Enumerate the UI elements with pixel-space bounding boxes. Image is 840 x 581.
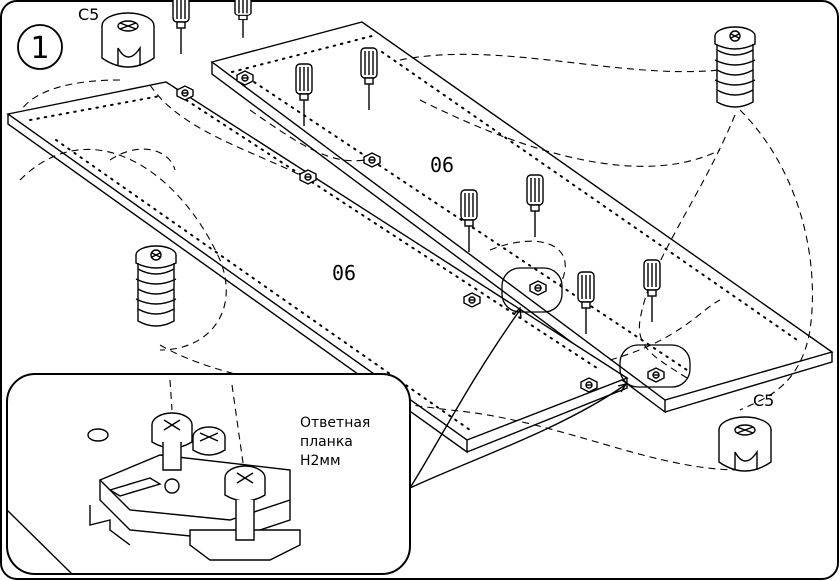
highlight-oval-right [619, 344, 691, 388]
cam-lock-label-bottom: C5 [753, 391, 774, 410]
highlight-oval-center [501, 267, 563, 313]
panel-back [210, 21, 834, 414]
panel-back-label: 06 [430, 153, 454, 177]
step-badge: 1 [17, 24, 63, 70]
cam-lock-top-left [101, 12, 155, 68]
dowel-left [135, 245, 177, 327]
inset-detail: Ответная планка Н2мм [6, 373, 411, 575]
assembly-guides [19, 53, 813, 471]
svg-text:1: 1 [30, 31, 49, 66]
inset-note-line-3: Н2мм [300, 453, 341, 469]
inset-note-line-2: планка [300, 434, 353, 450]
dowel-top-right [714, 26, 756, 108]
cam-lock-bottom-right [718, 416, 772, 472]
inset-note-line-1: Ответная [300, 415, 370, 431]
callout-arrows [409, 306, 628, 489]
panel-front [6, 81, 629, 454]
cam-lock-label-top: C5 [78, 5, 99, 24]
panel-front-label: 06 [332, 261, 356, 285]
